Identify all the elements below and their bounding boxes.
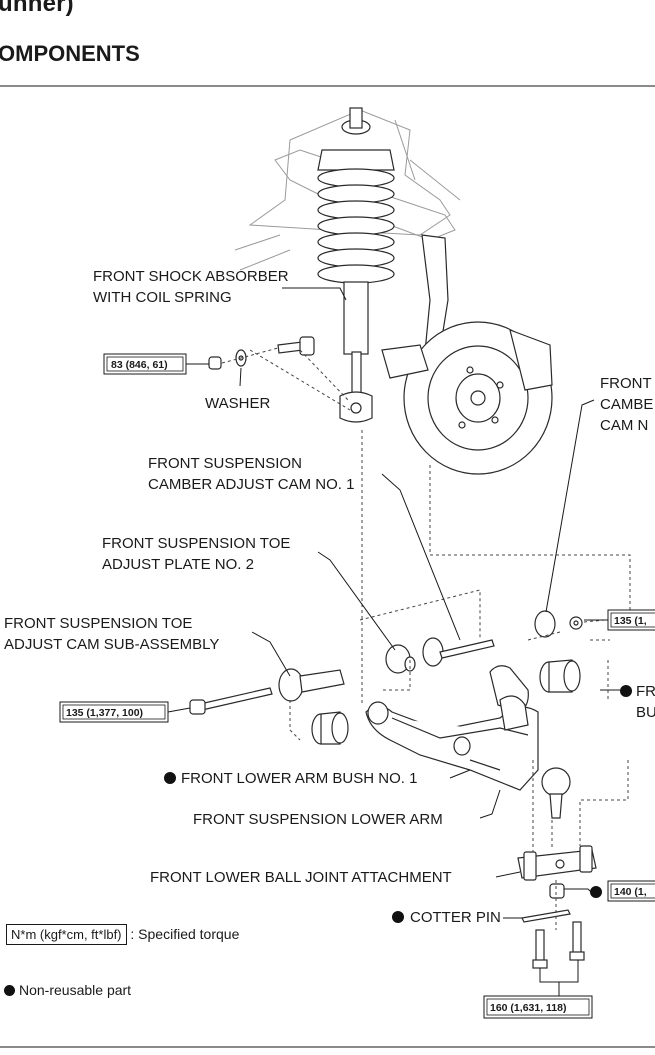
knuckle-and-disc xyxy=(381,234,553,475)
ball-joint-attachment-part xyxy=(517,845,597,969)
label-camber-cam-line1: FRONT SUSPENSION xyxy=(148,455,302,472)
non-reusable-marker-bush xyxy=(164,772,176,784)
label-washer: WASHER xyxy=(205,395,270,412)
legend-non-reusable-text: Non-reusable part xyxy=(19,982,132,998)
bottom-rule xyxy=(0,1046,655,1048)
label-lower-arm-bush: FRONT LOWER ARM BUSH NO. 1 xyxy=(181,770,417,787)
torque-135-right-text: 135 (1, xyxy=(614,615,647,627)
legend-torque-box: N*m (kgf*cm, ft*lbf) xyxy=(6,924,127,945)
toe-plate-and-cam xyxy=(385,637,495,674)
label-shock-absorber-line1: FRONT SHOCK ABSORBER xyxy=(93,268,289,285)
shock-absorber-assembly xyxy=(317,107,395,423)
lower-arm xyxy=(311,659,581,819)
toe-cam-sub-assembly xyxy=(189,668,345,715)
right-camber-cam xyxy=(534,610,583,638)
leader-lines xyxy=(167,287,620,998)
legend-torque: N*m (kgf*cm, ft*lbf) : Specified torque xyxy=(6,924,240,945)
label-right-bush-line2: BU xyxy=(636,704,655,721)
label-camber-cam-line2: CAMBER ADJUST CAM NO. 1 xyxy=(148,476,354,493)
torque-box-135-left: 135 (1,377, 100) xyxy=(59,701,169,723)
upper-bolt-set xyxy=(208,336,315,370)
torque-140-text: 140 (1, xyxy=(614,886,647,898)
torque-box-140: 140 (1, xyxy=(607,880,655,902)
torque-box-83: 83 (846, 61) xyxy=(103,353,187,375)
label-right-front-line1: FRONT xyxy=(600,375,652,392)
label-toe-cam-line2: ADJUST CAM SUB-ASSEMBLY xyxy=(4,636,219,653)
label-toe-cam-line1: FRONT SUSPENSION TOE xyxy=(4,615,192,632)
legend-non-reusable: Non-reusable part xyxy=(4,982,131,998)
label-right-front-line3: CAM N xyxy=(600,417,648,434)
right-bush xyxy=(539,659,581,693)
lower-arm-bush xyxy=(311,711,349,745)
torque-box-160: 160 (1,631, 118) xyxy=(483,995,593,1019)
non-reusable-dot-icon xyxy=(4,985,15,996)
label-toe-plate-line1: FRONT SUSPENSION TOE xyxy=(102,535,290,552)
label-ball-joint-attachment: FRONT LOWER BALL JOINT ATTACHMENT xyxy=(150,869,452,886)
torque-box-135-right: 135 (1, xyxy=(607,609,655,631)
top-rule xyxy=(0,85,655,87)
non-reusable-marker-right-bush xyxy=(620,685,632,697)
page-title: unner) xyxy=(0,0,74,17)
label-toe-plate-line2: ADJUST PLATE NO. 2 xyxy=(102,556,254,573)
label-shock-absorber-line2: WITH COIL SPRING xyxy=(93,289,232,306)
torque-160-text: 160 (1,631, 118) xyxy=(490,1002,566,1014)
label-lower-arm: FRONT SUSPENSION LOWER ARM xyxy=(193,811,443,828)
non-reusable-marker-cotter xyxy=(392,911,404,923)
label-cotter-pin: COTTER PIN xyxy=(410,909,501,926)
label-right-bush-line1: FR xyxy=(636,683,655,700)
non-reusable-marker-nut xyxy=(590,886,602,898)
label-right-front-line2: CAMBE xyxy=(600,396,653,413)
torque-83-text: 83 (846, 61) xyxy=(111,359,168,371)
legend-torque-text: : Specified torque xyxy=(130,926,240,942)
assembly-lines xyxy=(221,347,631,930)
coil-spring xyxy=(317,168,395,284)
section-title: OMPONENTS xyxy=(0,41,140,66)
vehicle-body-ghost xyxy=(234,109,461,271)
torque-135-left-text: 135 (1,377, 100) xyxy=(66,707,143,719)
